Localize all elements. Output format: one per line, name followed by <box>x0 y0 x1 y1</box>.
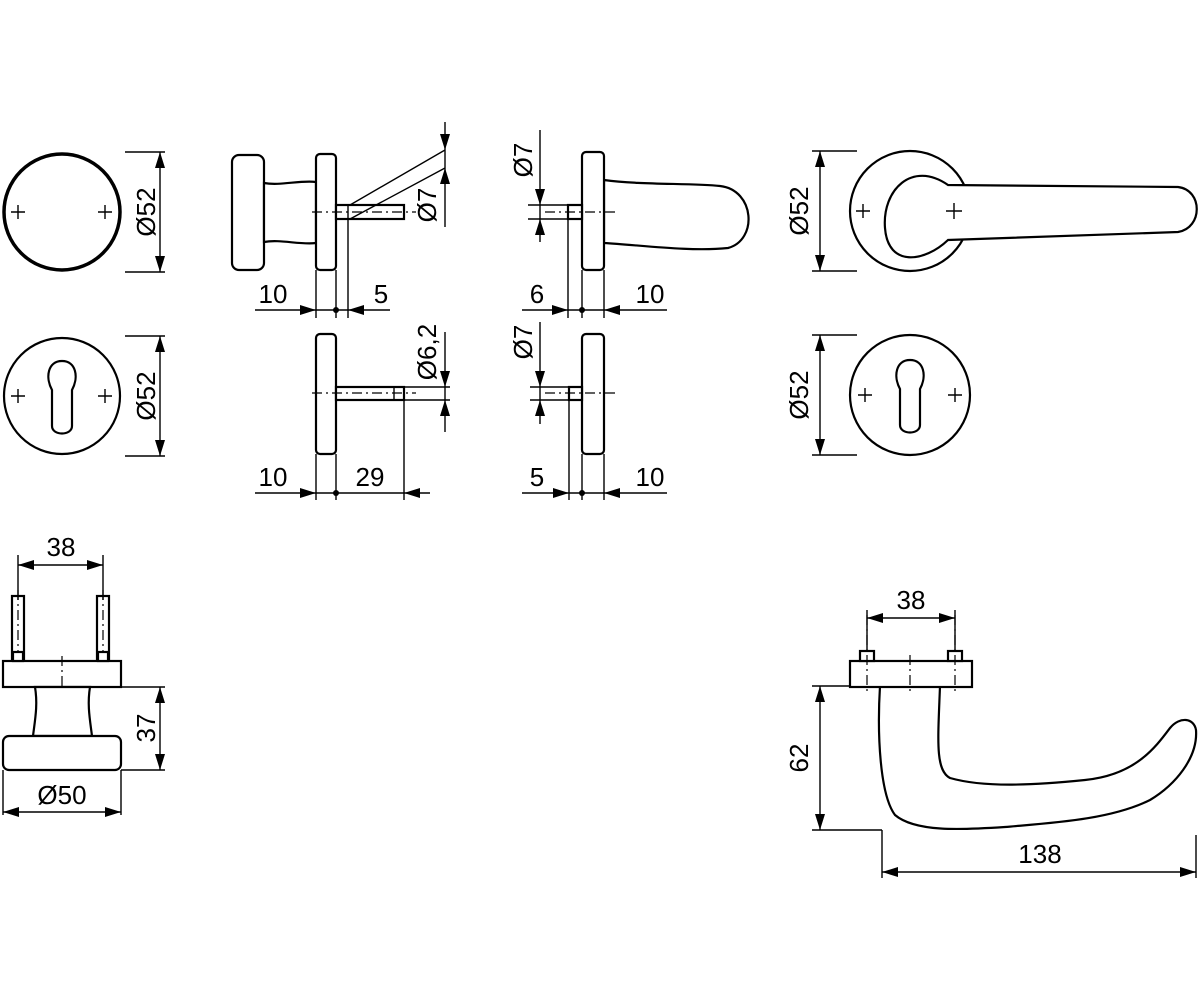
dim-lever-pin-dia: Ø7 <box>508 130 568 242</box>
dim-lever-top-spacing: 38 <box>866 585 956 650</box>
dim-escutcheon-left-dia: Ø52 <box>125 335 165 457</box>
dim-label: Ø52 <box>131 371 161 420</box>
dim-knob-offsets: 10 5 <box>255 219 390 318</box>
lever-rose-front-view <box>848 149 1198 273</box>
dim-knob-side-spacing: 38 <box>17 532 104 600</box>
dim-knob-pin-dia: Ø7 <box>349 122 450 227</box>
dim-escutcheon-lever-offsets: 5 10 <box>522 400 667 500</box>
dim-label: Ø7 <box>508 325 538 360</box>
rose-front-view <box>2 152 122 272</box>
knob-side-view <box>230 152 416 272</box>
dim-lever-height: 62 <box>784 685 882 831</box>
dim-label: 10 <box>636 279 665 309</box>
dim-rose-knob-dia: Ø52 <box>125 151 165 273</box>
dim-label: 138 <box>1018 839 1061 869</box>
dim-pin-dia-62: Ø6,2 <box>404 324 450 432</box>
dim-label: Ø6,2 <box>412 324 442 380</box>
escutcheon-lever-side-view <box>545 332 617 456</box>
dim-knob-side-dia: Ø50 <box>2 770 122 817</box>
dim-label: 5 <box>530 462 544 492</box>
dim-label: 38 <box>897 585 926 615</box>
knob-bottom-view <box>1 590 123 772</box>
dim-label: Ø7 <box>412 188 442 223</box>
dim-label: 10 <box>259 462 288 492</box>
dim-escutcheon-lever-pin-dia: Ø7 <box>508 322 569 424</box>
dim-knob-side-height: 37 <box>121 686 165 771</box>
lever-bottom-view <box>848 615 1198 831</box>
dim-escutcheon-right-dia: Ø52 <box>784 334 857 456</box>
dim-escutcheon-pin-offsets: 10 29 <box>255 400 430 500</box>
dim-label: 6 <box>530 279 544 309</box>
escutcheon-right-front-view <box>848 333 972 457</box>
dim-label: Ø7 <box>508 143 538 178</box>
lever-side-view <box>545 150 750 272</box>
dim-label: Ø50 <box>37 780 86 810</box>
dim-lever-length: 138 <box>881 830 1197 878</box>
dim-label: 29 <box>356 462 385 492</box>
dim-label: Ø52 <box>784 186 814 235</box>
dim-label: 10 <box>259 279 288 309</box>
escutcheon-pin-side-view <box>312 332 416 456</box>
dim-lever-offsets: 6 10 <box>522 219 667 318</box>
dim-label: 37 <box>131 714 161 743</box>
dim-label: Ø52 <box>784 370 814 419</box>
dim-label: 38 <box>47 532 76 562</box>
dim-label: Ø52 <box>131 187 161 236</box>
dim-label: 5 <box>374 279 388 309</box>
dim-rose-lever-dia: Ø52 <box>784 150 857 272</box>
dim-label: 10 <box>636 462 665 492</box>
dim-label: 62 <box>784 744 814 773</box>
escutcheon-left-front-view <box>2 336 122 456</box>
